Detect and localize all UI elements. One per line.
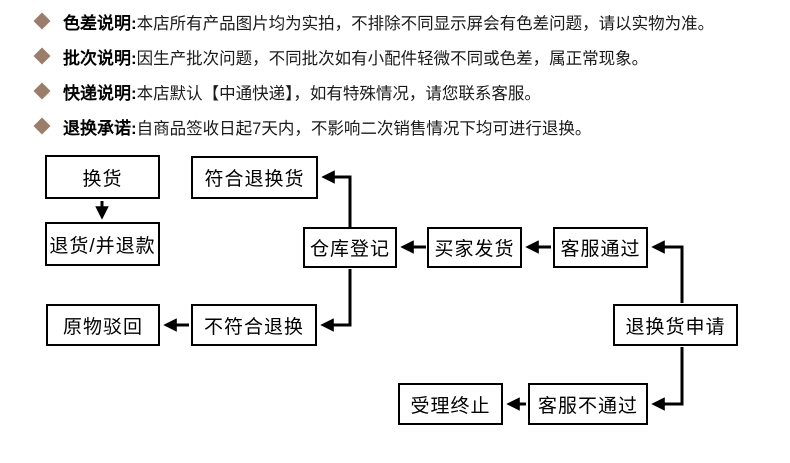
- note-return-promise: 退换承诺:自商品签收日起7天内，不影响二次销售情况下均可进行退换。: [33, 115, 774, 138]
- flow-box-terminate: 受理终止: [398, 383, 503, 425]
- flow-box-reject-back: 原物驳回: [46, 304, 160, 346]
- note-label: 退换承诺:: [63, 119, 137, 138]
- note-text: 本店默认【中通快递】，如有特殊情况，请您联系客服。: [136, 84, 541, 103]
- note-batch: 批次说明: 因生产批次问题，不同批次如有小配件轻微不同或色差，属正常现象。: [33, 45, 774, 68]
- note-color-difference: 色差说明: 本店所有产品图片均为实拍，不排除不同显示屏会有色差问题，请以实物为准…: [33, 10, 774, 33]
- note-text: 自商品签收日起7天内，不影响二次销售情况下均可进行退换。: [136, 119, 592, 138]
- note-shipping: 快递说明: 本店默认【中通快递】，如有特殊情况，请您联系客服。: [33, 80, 774, 103]
- note-label: 批次说明:: [63, 49, 137, 68]
- flow-box-return-refund: 退货/并退款: [45, 222, 160, 266]
- note-label: 色差说明:: [63, 14, 137, 33]
- flow-box-apply: 退换货申请: [613, 304, 738, 346]
- flow-box-warehouse-log: 仓库登记: [303, 227, 397, 268]
- flow-box-buyer-ship: 买家发货: [427, 227, 522, 268]
- flow-box-qualified: 符合退换货: [191, 156, 318, 199]
- note-text: 因生产批次问题，不同批次如有小配件轻微不同或色差，属正常现象。: [136, 49, 649, 68]
- flow-box-exchange: 换货: [45, 155, 160, 199]
- flow-box-cs-rejected: 客服不通过: [528, 383, 648, 425]
- flow-box-cs-approved: 客服通过: [553, 227, 648, 268]
- note-label: 快递说明:: [63, 84, 137, 103]
- store-policy-notes: 色差说明: 本店所有产品图片均为实拍，不排除不同显示屏会有色差问题，请以实物为准…: [33, 10, 774, 150]
- flow-box-not-qualified: 不符合退换: [191, 304, 317, 346]
- note-text: 本店所有产品图片均为实拍，不排除不同显示屏会有色差问题，请以实物为准。: [136, 14, 715, 33]
